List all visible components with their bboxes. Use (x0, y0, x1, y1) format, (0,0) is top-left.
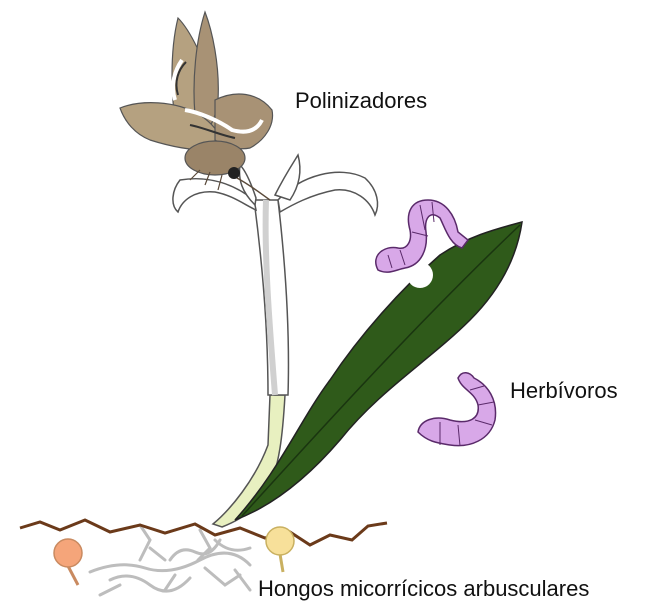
pollinators-label: Polinizadores (295, 90, 427, 112)
moth-icon (120, 12, 273, 200)
herbivores-label: Herbívoros (510, 380, 618, 402)
hyphae-icon (90, 525, 250, 595)
amf-label: Hongos micorrícicos arbusculares (258, 578, 589, 600)
